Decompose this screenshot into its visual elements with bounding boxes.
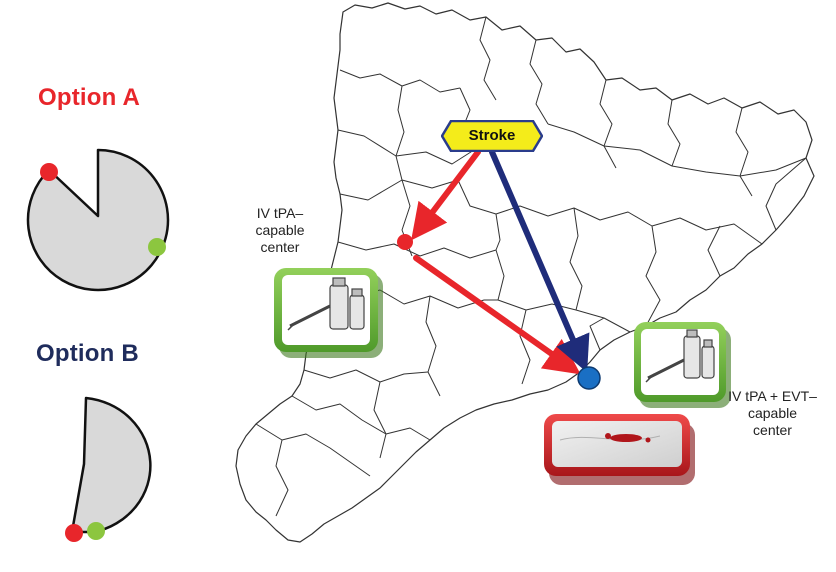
tpa-center-card xyxy=(274,268,383,358)
vial-syringe-icon xyxy=(645,329,715,383)
option-a-label: Option A xyxy=(38,84,141,111)
stroke-label: Stroke xyxy=(468,127,516,144)
thrombus-card xyxy=(544,414,695,485)
option-b-red-dot xyxy=(65,524,83,542)
evt-center-card xyxy=(634,322,731,408)
tpa-center-label-line: capable xyxy=(255,222,305,238)
red-route-to-evt-center xyxy=(413,255,581,375)
red-route-to-tpa-center xyxy=(411,149,481,241)
vial-syringe-icon xyxy=(287,277,365,331)
evt-center-label-line: capable xyxy=(747,405,798,421)
option-a-pie xyxy=(26,148,170,292)
option-a-red-dot xyxy=(40,163,58,181)
tpa-center-dot xyxy=(397,234,413,250)
evt-center-label-line: IV tPA + EVT– xyxy=(728,388,817,404)
blue-route-direct-to-evt-center xyxy=(489,149,590,373)
stroke-badge xyxy=(441,120,543,152)
option-b-label: Option B xyxy=(36,340,139,367)
tpa-center-label-line: center xyxy=(260,239,300,255)
option-a-green-dot xyxy=(148,238,166,256)
tpa-center-label: IV tPA– capable center xyxy=(224,205,336,256)
blood-clot-icon xyxy=(559,433,661,443)
evt-center-label: IV tPA + EVT– capable center xyxy=(710,388,835,439)
evt-center-label-line: center xyxy=(753,422,792,438)
option-b-green-dot xyxy=(87,522,105,540)
region-map xyxy=(235,2,815,543)
tpa-center-label-line: IV tPA– xyxy=(256,205,304,221)
option-b-pie xyxy=(65,396,152,542)
evt-center-dot xyxy=(577,366,601,390)
